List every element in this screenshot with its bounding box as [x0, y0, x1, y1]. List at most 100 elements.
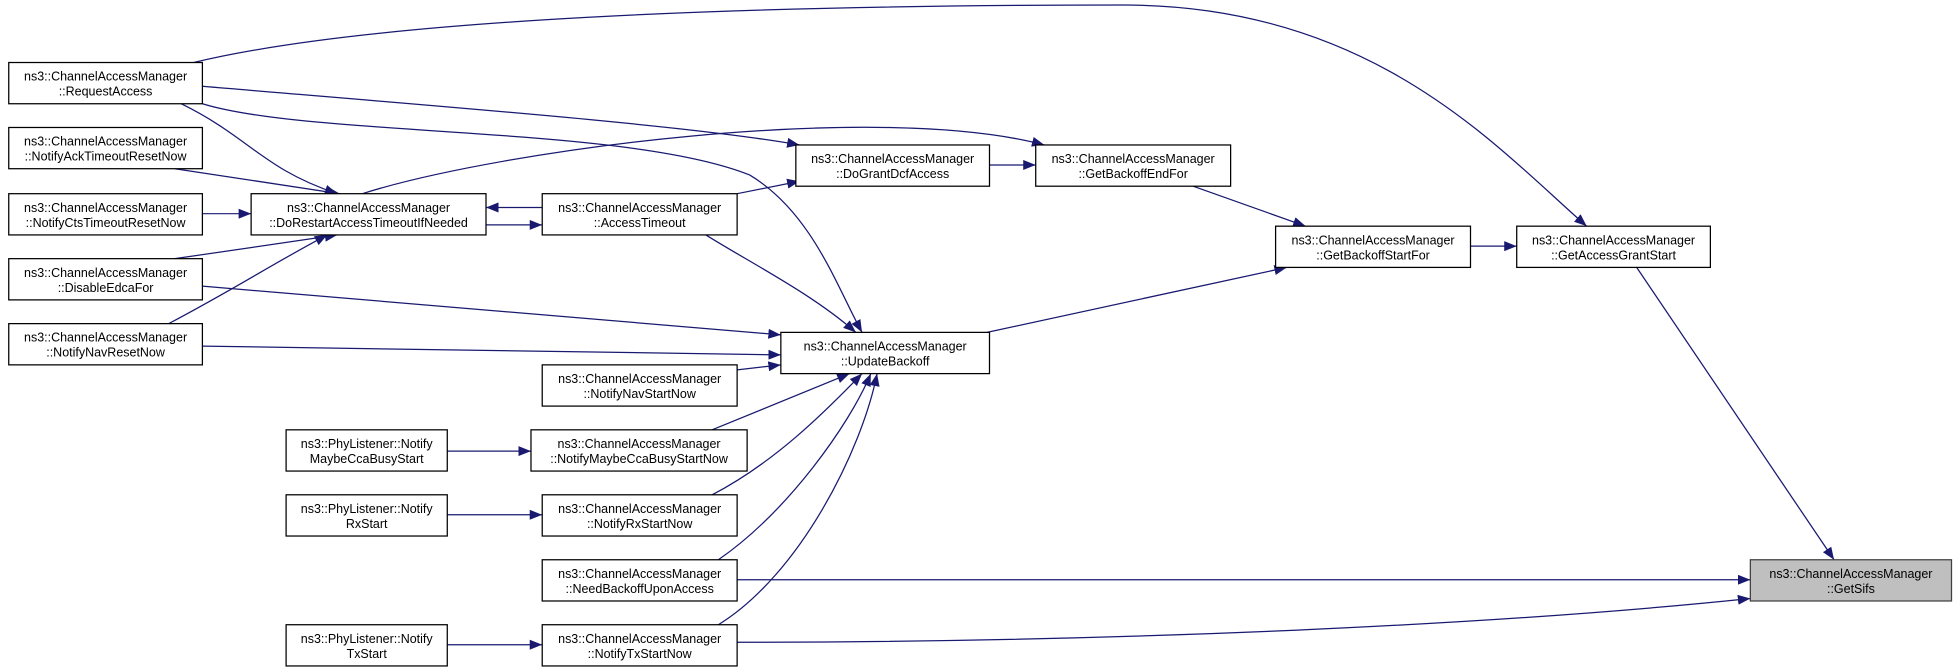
node-label-line-2: ::NotifyCtsTimeoutResetNow — [26, 216, 187, 230]
edge-disable_edca-to-do_restart — [174, 231, 338, 260]
node-disable-edca-for[interactable]: ns3::ChannelAccessManager::DisableEdcaFo… — [8, 258, 204, 301]
node-phy-notify-tx[interactable]: ns3::PhyListener::NotifyTxStart — [285, 624, 448, 667]
node-label-line-2: ::NotifyTxStartNow — [588, 647, 693, 661]
node-access-timeout[interactable]: ns3::ChannelAccessManager::AccessTimeout — [541, 193, 738, 236]
node-label-line-2: ::UpdateBackoff — [841, 354, 930, 368]
node-box — [541, 559, 738, 602]
node-label-line-2: ::NotifyRxStartNow — [587, 517, 693, 531]
node-label-line-1: ns3::PhyListener::Notify — [301, 502, 434, 516]
edge-notify_ack-to-do_restart — [174, 168, 340, 197]
edge-update_backoff-to-get_backoff_start_for — [986, 265, 1287, 333]
node-label-line-2: ::NotifyNavStartNow — [583, 387, 696, 401]
edge-notify_maybe_cca-to-update_backoff — [711, 373, 850, 431]
node-label-line-1: ns3::ChannelAccessManager — [24, 266, 187, 280]
node-need-backoff-upon-access[interactable]: ns3::ChannelAccessManager::NeedBackoffUp… — [541, 559, 738, 602]
node-box — [541, 364, 738, 407]
node-label-line-2: ::NotifyMaybeCcaBusyStartNow — [550, 452, 729, 466]
node-box — [530, 429, 748, 472]
edge-notify_tx_start-to-update_backoff — [718, 373, 880, 626]
node-box — [1035, 144, 1232, 187]
node-box — [795, 144, 991, 187]
node-label-line-2: ::DisableEdcaFor — [58, 281, 154, 295]
edge-disable_edca-to-update_backoff — [202, 285, 781, 339]
node-box — [8, 61, 204, 105]
node-get-access-grant-start[interactable]: ns3::ChannelAccessManager::GetAccessGran… — [1516, 225, 1712, 269]
node-label-line-1: ns3::ChannelAccessManager — [24, 201, 187, 215]
node-label-line-2: ::NotifyNavResetNow — [46, 346, 166, 360]
node-label-line-1: ns3::ChannelAccessManager — [1532, 233, 1695, 247]
node-do-grant-dcf-access[interactable]: ns3::ChannelAccessManager::DoGrantDcfAcc… — [795, 144, 991, 187]
edge-request_access-to-do_grant_dcf_access — [202, 85, 800, 148]
node-label-line-1: ns3::ChannelAccessManager — [558, 502, 721, 516]
node-box — [541, 494, 738, 537]
node-box — [285, 429, 448, 472]
node-notify-tx-start-now[interactable]: ns3::ChannelAccessManager::NotifyTxStart… — [541, 624, 738, 667]
edge-notify_nav_reset-to-update_backoff — [202, 345, 781, 360]
node-box — [285, 624, 448, 667]
node-notify-cts-timeout-reset-now[interactable]: ns3::ChannelAccessManager::NotifyCtsTime… — [8, 193, 204, 236]
node-label-line-1: ns3::ChannelAccessManager — [287, 201, 450, 215]
node-label-line-2: ::GetSifs — [1827, 582, 1875, 596]
node-label-line-1: ns3::ChannelAccessManager — [558, 201, 721, 215]
node-label-line-1: ns3::ChannelAccessManager — [558, 437, 721, 451]
node-label-line-2: ::NeedBackoffUponAccess — [566, 582, 714, 596]
edge-request_access-to-do_restart — [180, 103, 338, 195]
edge-access_timeout-to-update_backoff — [705, 234, 857, 333]
node-notify-maybe-cca-now[interactable]: ns3::ChannelAccessManager::NotifyMaybeCc… — [530, 429, 748, 472]
node-label-line-2: ::RequestAccess — [59, 85, 153, 99]
edge-get_backoff_end_for-to-get_backoff_start_for — [1192, 185, 1306, 227]
node-label-line-1: ns3::ChannelAccessManager — [811, 152, 974, 166]
node-box — [1274, 225, 1472, 269]
node-label-line-2: ::DoRestartAccessTimeoutIfNeeded — [269, 216, 468, 230]
node-get-backoff-start-for[interactable]: ns3::ChannelAccessManager::GetBackoffSta… — [1274, 225, 1472, 269]
node-label-line-1: ns3::ChannelAccessManager — [804, 339, 967, 353]
node-do-restart-access-timeout[interactable]: ns3::ChannelAccessManager::DoRestartAcce… — [250, 193, 487, 236]
node-get-sifs[interactable]: ns3::ChannelAccessManager::GetSifs — [1749, 559, 1953, 602]
node-label-line-2: ::GetAccessGrantStart — [1551, 248, 1676, 262]
node-label-line-1: ns3::ChannelAccessManager — [1292, 233, 1455, 247]
node-label-line-2: ::AccessTimeout — [594, 216, 686, 230]
node-label-line-2: TxStart — [347, 647, 388, 661]
node-box — [1516, 225, 1712, 269]
node-box — [8, 323, 204, 366]
node-get-backoff-end-for[interactable]: ns3::ChannelAccessManager::GetBackoffEnd… — [1035, 144, 1232, 187]
node-notify-ack-timeout-reset-now[interactable]: ns3::ChannelAccessManager::NotifyAckTime… — [8, 126, 204, 170]
edge-notify_rx_start-to-update_backoff — [711, 373, 863, 496]
node-phy-notify-maybe-cca[interactable]: ns3::PhyListener::NotifyMaybeCcaBusyStar… — [285, 429, 448, 472]
node-label-line-1: ns3::ChannelAccessManager — [24, 135, 187, 149]
node-label-line-1: ns3::ChannelAccessManager — [558, 632, 721, 646]
edge-need_backoff-to-update_backoff — [718, 373, 872, 561]
node-update-backoff[interactable]: ns3::ChannelAccessManager::UpdateBackoff — [780, 331, 991, 375]
node-box — [541, 624, 738, 667]
node-label-line-1: ns3::ChannelAccessManager — [24, 331, 187, 345]
node-label-line-1: ns3::ChannelAccessManager — [1052, 152, 1215, 166]
node-box — [780, 331, 991, 375]
node-label-line-1: ns3::ChannelAccessManager — [558, 567, 721, 581]
edge-request_access-to-get_access_grant_start — [193, 4, 1588, 227]
node-label-line-1: ns3::ChannelAccessManager — [1769, 567, 1932, 581]
node-label-line-2: ::NotifyAckTimeoutResetNow — [25, 150, 188, 164]
node-notify-nav-start-now[interactable]: ns3::ChannelAccessManager::NotifyNavStar… — [541, 364, 738, 407]
node-request-access[interactable]: ns3::ChannelAccessManager::RequestAccess — [8, 61, 204, 105]
node-label-line-1: ns3::ChannelAccessManager — [558, 372, 721, 386]
node-box — [541, 193, 738, 236]
node-notify-nav-reset-now[interactable]: ns3::ChannelAccessManager::NotifyNavRese… — [8, 323, 204, 366]
node-box — [250, 193, 487, 236]
node-notify-rx-start-now[interactable]: ns3::ChannelAccessManager::NotifyRxStart… — [541, 494, 738, 537]
edge-do_restart-to-get_backoff_end_for — [362, 126, 1045, 195]
node-label-line-1: ns3::PhyListener::Notify — [301, 437, 434, 451]
node-label-line-2: ::GetBackoffEndFor — [1078, 167, 1187, 181]
edge-access_timeout-to-do_grant_dcf_access — [737, 178, 800, 195]
node-box — [8, 193, 204, 236]
node-box — [1749, 559, 1953, 602]
edge-notify_tx_start-to-get_sifs — [737, 594, 1751, 643]
node-box — [8, 126, 204, 170]
node-label-line-2: RxStart — [346, 517, 388, 531]
edge-notify_nav_reset-to-do_restart — [168, 234, 328, 325]
node-label-line-2: MaybeCcaBusyStart — [310, 452, 424, 466]
node-phy-notify-rx[interactable]: ns3::PhyListener::NotifyRxStart — [285, 494, 448, 537]
node-label-line-2: ::DoGrantDcfAccess — [836, 167, 949, 181]
node-label-line-1: ns3::PhyListener::Notify — [301, 632, 434, 646]
edge-notify_nav_start-to-update_backoff — [737, 361, 781, 372]
